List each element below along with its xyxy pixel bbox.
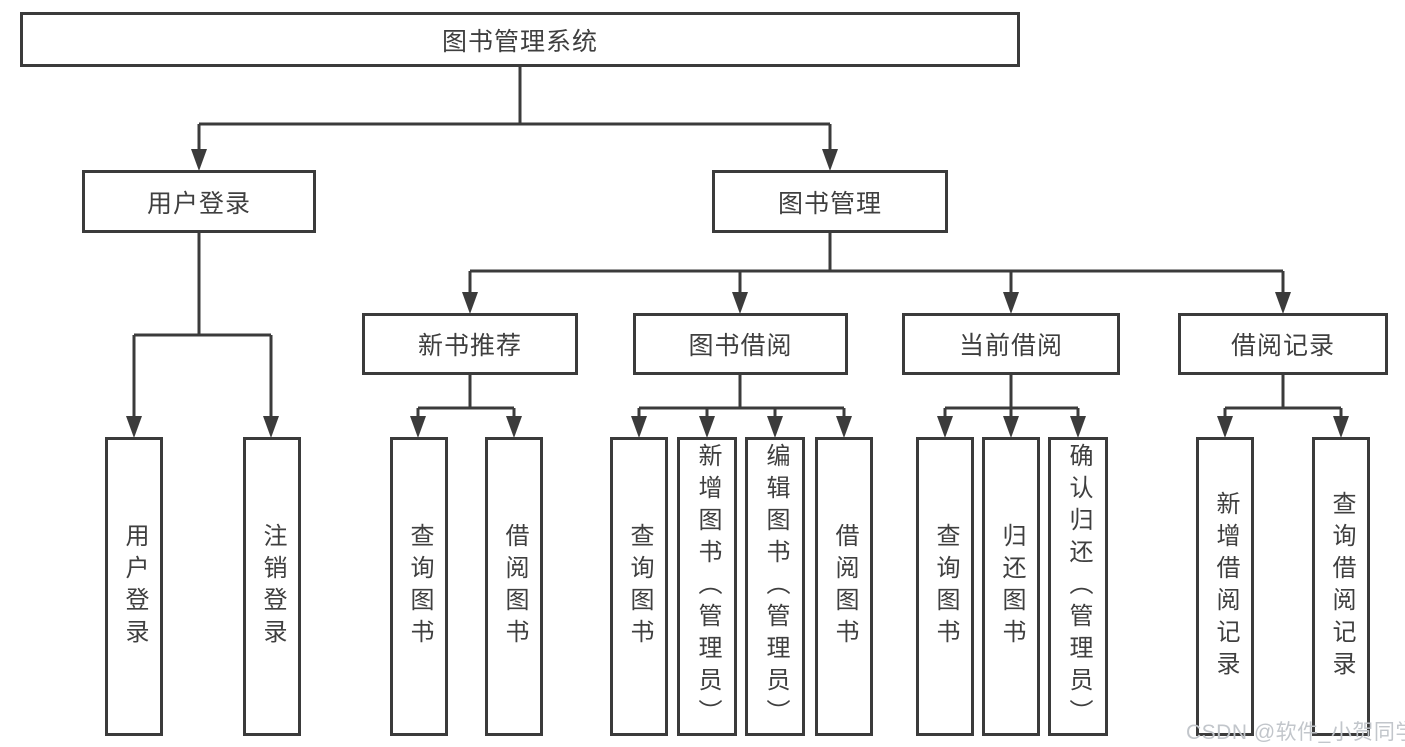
node-label: 新书推荐: [417, 332, 522, 360]
node-label: 图书借阅: [688, 332, 793, 360]
node-book-borrowing: 图书借阅: [633, 313, 848, 375]
leaf-user-login: 用户登录: [105, 437, 163, 736]
leaf-label: 查询图书: [932, 522, 959, 651]
node-book-management: 图书管理: [712, 170, 948, 233]
leaf-add-book-admin: 新增图书（管理员）: [677, 437, 737, 736]
leaf-return-book: 归还图书: [982, 437, 1040, 736]
leaf-label: 查询图书: [626, 522, 653, 651]
leaf-query-books-recommend: 查询图书: [390, 437, 448, 736]
leaf-label: 确认归还（管理员）: [1065, 442, 1092, 731]
node-library-management-system: 图书管理系统: [20, 12, 1020, 67]
leaf-label: 新增图书（管理员）: [694, 442, 721, 731]
leaf-label: 查询借阅记录: [1328, 490, 1355, 683]
leaf-borrow-books-recommend: 借阅图书: [485, 437, 543, 736]
leaf-label: 借阅图书: [831, 522, 858, 651]
node-user-login: 用户登录: [82, 170, 316, 233]
leaf-query-borrow-record: 查询借阅记录: [1312, 437, 1370, 736]
node-label: 图书管理系统: [441, 27, 598, 56]
leaf-edit-book-admin: 编辑图书（管理员）: [745, 437, 805, 736]
node-new-book-recommendation: 新书推荐: [362, 313, 578, 375]
leaf-confirm-return-admin: 确认归还（管理员）: [1048, 437, 1108, 736]
leaf-label: 编辑图书（管理员）: [762, 442, 789, 731]
leaf-label: 借阅图书: [501, 522, 528, 651]
watermark: CSDN @软件_小贺同学: [1186, 721, 1405, 744]
leaf-borrow-books: 借阅图书: [815, 437, 873, 736]
leaf-query-books-borrow: 查询图书: [610, 437, 668, 736]
leaf-label: 归还图书: [998, 522, 1025, 651]
leaf-logout: 注销登录: [243, 437, 301, 736]
connector-segments: [132, 67, 1343, 417]
leaf-label: 查询图书: [406, 522, 433, 651]
leaf-label: 用户登录: [121, 522, 148, 651]
node-label: 用户登录: [146, 189, 251, 218]
node-current-borrowing: 当前借阅: [902, 313, 1120, 375]
node-label: 当前借阅: [958, 332, 1063, 360]
node-label: 图书管理: [777, 189, 882, 218]
leaf-query-books-current: 查询图书: [916, 437, 974, 736]
leaf-label: 新增借阅记录: [1212, 490, 1239, 683]
leaf-label: 注销登录: [259, 522, 286, 651]
node-borrowing-records: 借阅记录: [1178, 313, 1388, 375]
node-label: 借阅记录: [1230, 332, 1335, 360]
arrowheads: [126, 149, 1349, 438]
leaf-add-borrow-record: 新增借阅记录: [1196, 437, 1254, 736]
